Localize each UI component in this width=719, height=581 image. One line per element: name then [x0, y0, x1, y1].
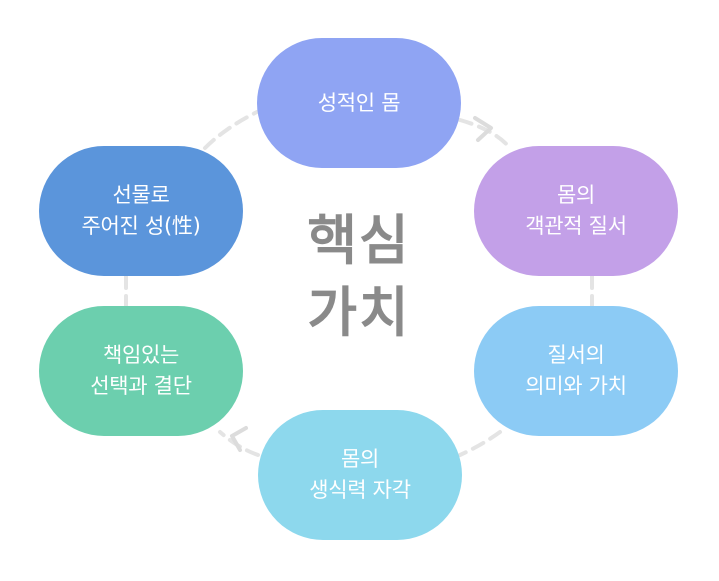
center-title-line: 가치 — [307, 281, 411, 344]
node-label-line: 주어진 성(性) — [81, 214, 201, 238]
node-label-line: 생식력 자각 — [309, 478, 411, 502]
arrowhead-to-n5-icon — [230, 426, 248, 452]
node-fertility-awareness: 몸의 생식력 자각 — [258, 410, 462, 540]
center-title: 핵심 가치 — [259, 205, 459, 349]
node-label-line: 몸의 — [340, 447, 380, 471]
arrowhead-to-n2-icon — [473, 116, 493, 142]
node-label-line: 질서의 — [547, 343, 605, 367]
connector-6-to-1 — [203, 110, 259, 150]
node-sexual-body: 성적인 몸 — [257, 38, 461, 168]
node-label-line: 의미와 가치 — [525, 374, 627, 398]
node-label-line: 선택과 결단 — [90, 374, 192, 398]
center-title-line: 핵심 — [307, 209, 411, 272]
node-objective-order: 몸의 객관적 질서 — [474, 146, 678, 276]
node-label-line: 몸의 — [556, 183, 596, 207]
connector-3-to-4 — [458, 430, 502, 457]
node-label-line: 선물로 — [112, 183, 170, 207]
node-meaning-and-value: 질서의 의미와 가치 — [474, 306, 678, 436]
node-label-line: 객관적 질서 — [525, 214, 627, 238]
node-gift-of-sexuality: 선물로 주어진 성(性) — [39, 146, 243, 276]
connector-1-to-2 — [458, 118, 512, 150]
node-label-line: 성적인 몸 — [317, 90, 401, 115]
node-responsible-choice: 책임있는 선택과 결단 — [39, 306, 243, 436]
node-label-line: 책임있는 — [102, 343, 180, 367]
